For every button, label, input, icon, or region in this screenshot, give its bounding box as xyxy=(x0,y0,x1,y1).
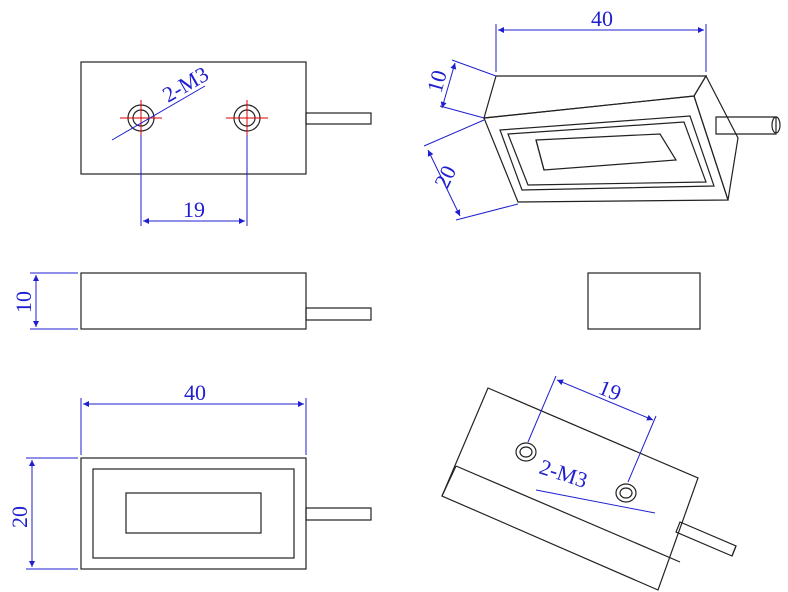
front-view-recess xyxy=(92,468,295,559)
front-width-label: 20 xyxy=(7,506,32,528)
iso-mount-hole-right xyxy=(615,483,637,503)
top-view-shaft xyxy=(305,112,372,125)
iso-mount-hole-left xyxy=(515,442,537,462)
side-view-shaft xyxy=(305,307,372,321)
iso-hole-note-label: 2-M3 xyxy=(536,454,590,493)
iso-right-face xyxy=(693,74,739,201)
side-height-label: 10 xyxy=(11,291,36,313)
iso-recess-inner xyxy=(507,121,707,186)
iso-top-face xyxy=(483,75,708,119)
iso-window xyxy=(535,133,678,171)
side-view: 10 xyxy=(11,272,372,330)
front-view: 40 20 xyxy=(7,380,372,570)
iso-length-label: 40 xyxy=(591,6,613,31)
end-view-body xyxy=(587,272,701,330)
iso-front-face xyxy=(483,95,729,203)
end-view xyxy=(587,272,701,330)
hole-note-leader: 2-M3 xyxy=(111,61,213,141)
iso-bottom-body xyxy=(441,387,699,591)
hole-note-label: 2-M3 xyxy=(158,61,213,107)
iso-width-label: 20 xyxy=(429,161,461,192)
isometric-top-view: 40 10 20 xyxy=(422,6,781,221)
side-view-body xyxy=(80,272,307,330)
hole-spacing-dimension: 19 xyxy=(140,135,248,226)
top-view: 2-M3 19 xyxy=(80,61,372,226)
front-view-body xyxy=(80,457,307,570)
front-view-window xyxy=(125,492,262,534)
front-view-shaft xyxy=(305,507,372,521)
mount-hole-left xyxy=(120,100,162,136)
front-length-label: 40 xyxy=(184,380,206,405)
iso-hole-spacing-label: 19 xyxy=(595,374,625,405)
mount-hole-right xyxy=(226,100,268,136)
iso-bottom-shaft xyxy=(675,521,737,557)
iso-recess-outer xyxy=(499,115,715,191)
iso-shaft xyxy=(715,116,781,135)
hole-spacing-label: 19 xyxy=(183,197,205,222)
isometric-bottom-view: 19 2-M3 xyxy=(441,374,737,591)
